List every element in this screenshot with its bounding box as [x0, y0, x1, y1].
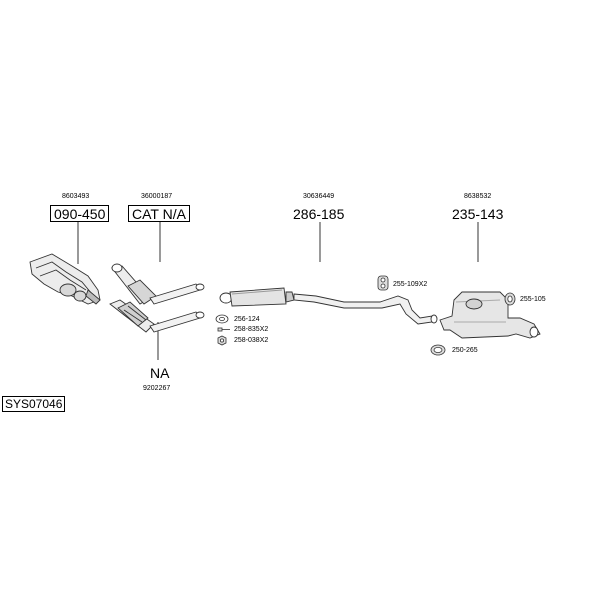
gasket-icon[interactable] — [215, 314, 229, 324]
front-pipe-oem-number: 9202267 — [143, 385, 171, 392]
manifold-part-code[interactable]: 090-450 — [50, 205, 110, 222]
manifold-oem-number: 8603493 — [62, 193, 90, 200]
exhaust-manifold-part[interactable] — [29, 253, 101, 305]
catalyst-oem-number: 36000187 — [141, 193, 173, 200]
catalyst-part[interactable] — [111, 263, 205, 305]
middle-silencer-part[interactable] — [219, 287, 438, 325]
middle-silencer-part-code[interactable]: 286-185 — [293, 206, 345, 222]
rear-silencer-part[interactable] — [439, 291, 541, 339]
nut-icon[interactable] — [217, 335, 227, 346]
clamp-icon[interactable] — [430, 344, 446, 356]
middle-silencer-oem-number: 30636449 — [303, 193, 335, 200]
catalyst-part-code[interactable]: CAT N/A — [128, 205, 190, 222]
bolt-label: 258-835X2 — [234, 326, 269, 333]
ring-mount-icon[interactable] — [504, 292, 516, 306]
clamp-label: 250-265 — [452, 347, 478, 354]
rubber-mount-label: 255-109X2 — [393, 281, 428, 288]
rubber-mount-icon[interactable] — [377, 275, 389, 291]
bolt-icon[interactable] — [217, 327, 230, 332]
rear-silencer-oem-number: 8638532 — [464, 193, 492, 200]
diagram-id-badge: SYS07046 — [2, 396, 66, 412]
front-pipe-part-code[interactable]: NA — [150, 365, 170, 381]
front-pipe-part[interactable] — [109, 299, 205, 333]
gasket-label: 256-124 — [234, 316, 260, 323]
ring-mount-label: 255-105 — [520, 296, 546, 303]
nut-label: 258-038X2 — [234, 337, 269, 344]
rear-silencer-part-code[interactable]: 235-143 — [452, 206, 504, 222]
